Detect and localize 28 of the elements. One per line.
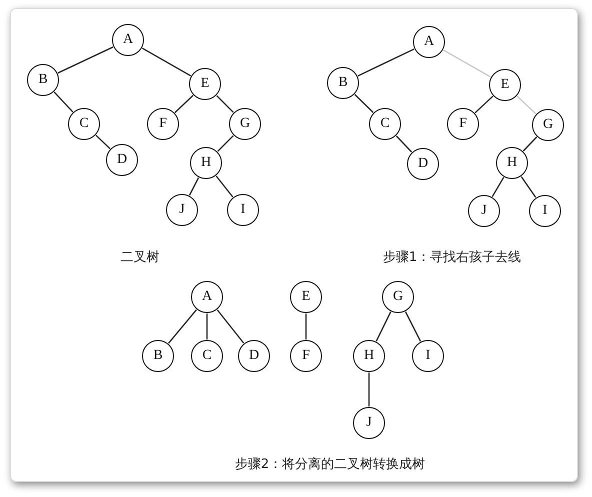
tree-edge xyxy=(217,135,234,152)
caption: 二叉树 xyxy=(120,249,160,266)
tree-edge xyxy=(474,96,494,114)
caption: 步骤2：将分离的二叉树转换成树 xyxy=(234,456,426,473)
tree-edge xyxy=(522,136,538,152)
tree-edge xyxy=(368,372,370,406)
tree-edge xyxy=(404,311,422,342)
tree-edge xyxy=(206,314,208,340)
tree-edge xyxy=(520,176,536,198)
tree-edge xyxy=(216,310,244,344)
tree-edge xyxy=(54,92,74,112)
tree-edge xyxy=(58,46,114,74)
tree-edge xyxy=(443,50,491,78)
tree-edge xyxy=(188,177,200,196)
tree-edge xyxy=(168,309,197,344)
caption: 步骤1：寻找右孩子去线 xyxy=(382,249,522,266)
tree-edge xyxy=(216,95,234,113)
tree-edge xyxy=(376,312,392,342)
tree-edge xyxy=(96,134,110,150)
tree-edge xyxy=(492,176,504,198)
tree-edge xyxy=(216,176,234,198)
tree-edge xyxy=(396,136,412,152)
tree-edge xyxy=(358,48,414,76)
tree-edge xyxy=(174,94,194,114)
tree-edge xyxy=(354,94,374,113)
tree-edge xyxy=(142,48,192,76)
tree-edge xyxy=(305,314,307,340)
tree-edge xyxy=(516,96,536,114)
